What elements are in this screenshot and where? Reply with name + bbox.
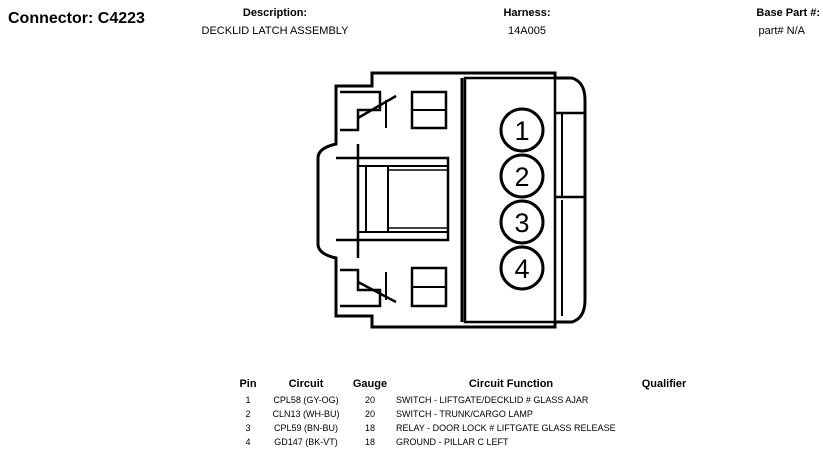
pin-1-number: 1 [514, 116, 529, 146]
cell-qualifier [630, 435, 698, 449]
description-value: DECKLID LATCH ASSEMBLY [201, 25, 349, 37]
cell-function: SWITCH - LIFTGATE/DECKLID # GLASS AJAR [396, 395, 589, 405]
table-header-row: Pin Circuit Gauge Circuit Function Quali… [232, 378, 698, 393]
base-part-label: Base Part #: [756, 7, 820, 19]
table-row: 3 CPL59 (BN-BU) 18 RELAY - DOOR LOCK # L… [232, 421, 698, 435]
center-key-slot [358, 156, 450, 242]
cell-qualifier [630, 393, 698, 407]
col-header-qualifier: Qualifier [641, 378, 687, 390]
table-row: 4 GD147 (BK-VT) 18 GROUND - PILLAR C LEF… [232, 435, 698, 449]
connector-title: Connector: C4223 [8, 10, 145, 27]
cell-qualifier [630, 421, 698, 435]
cell-circuit: CPL58 (GY-OG) [273, 395, 339, 405]
cell-pin: 3 [245, 423, 251, 433]
pin-3-number: 3 [514, 208, 529, 238]
cell-pin: 2 [245, 409, 251, 419]
table-row: 2 CLN13 (WH-BU) 20 SWITCH - TRUNK/CARGO … [232, 407, 698, 421]
cell-circuit: CPL59 (BN-BU) [273, 423, 338, 433]
cell-gauge: 20 [364, 395, 375, 405]
col-header-pin: Pin [239, 378, 257, 390]
harness-value: 14A005 [508, 25, 546, 37]
description-label: Description: [242, 7, 308, 19]
table-row: 1 CPL58 (GY-OG) 20 SWITCH - LIFTGATE/DEC… [232, 393, 698, 407]
cell-function: SWITCH - TRUNK/CARGO LAMP [396, 409, 533, 419]
col-header-circuit-function: Circuit Function [468, 378, 554, 390]
pin-4-number: 4 [514, 254, 529, 284]
cell-qualifier [630, 407, 698, 421]
cell-pin: 4 [245, 437, 251, 447]
pin-circuit-table: Pin Circuit Gauge Circuit Function Quali… [232, 378, 698, 449]
pin-1-cavity: 1 [499, 107, 545, 153]
cell-function: RELAY - DOOR LOCK # LIFTGATE GLASS RELEA… [396, 423, 616, 433]
pin-4-cavity: 4 [499, 245, 545, 291]
pin-2-cavity: 2 [499, 153, 545, 199]
cell-gauge: 20 [364, 409, 375, 419]
base-part-value: part# N/A [758, 25, 805, 37]
pin-3-cavity: 3 [499, 199, 545, 245]
cell-function: GROUND - PILLAR C LEFT [396, 437, 509, 447]
col-header-gauge: Gauge [352, 378, 388, 390]
harness-label: Harness: [503, 7, 551, 19]
pin-2-number: 2 [514, 162, 529, 192]
cell-gauge: 18 [364, 437, 375, 447]
cell-gauge: 18 [364, 423, 375, 433]
cell-pin: 1 [245, 395, 251, 405]
connector-housing [316, 71, 587, 329]
col-header-circuit: Circuit [288, 378, 324, 390]
cell-circuit: GD147 (BK-VT) [274, 437, 338, 447]
cell-circuit: CLN13 (WH-BU) [272, 409, 340, 419]
